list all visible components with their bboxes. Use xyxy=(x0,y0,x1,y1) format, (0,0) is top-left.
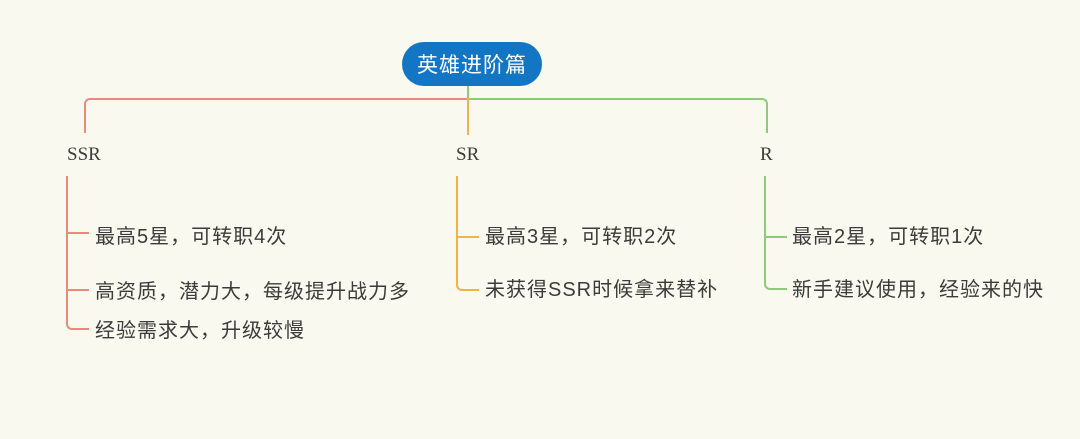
r-item-1[interactable]: 最高2星，可转职1次 xyxy=(792,226,985,248)
branch-tick-sr-1 xyxy=(456,236,479,238)
ssr-item-3[interactable]: 经验需求大，升级较慢 xyxy=(95,320,305,342)
root-node-label: 英雄进阶篇 xyxy=(417,54,527,77)
connector-root-to-sr xyxy=(467,98,469,135)
r-item-2[interactable]: 新手建议使用，经验来的快 xyxy=(792,279,1044,301)
ssr-item-1[interactable]: 最高5星，可转职4次 xyxy=(95,226,288,248)
sr-item-1[interactable]: 最高3星，可转职2次 xyxy=(485,226,678,248)
connector-root-to-ssr xyxy=(84,98,468,133)
branch-label-ssr[interactable]: SSR xyxy=(67,144,101,165)
branch-line-ssr xyxy=(66,176,89,330)
root-node[interactable]: 英雄进阶篇 xyxy=(402,42,542,86)
branch-tick-ssr-1 xyxy=(66,232,89,234)
connector-root-to-r xyxy=(467,98,768,133)
branch-tick-r-1 xyxy=(764,236,787,238)
connector-root-stub xyxy=(467,86,469,99)
branch-label-sr[interactable]: SR xyxy=(456,144,480,165)
branch-line-sr xyxy=(456,176,479,291)
branch-label-r[interactable]: R xyxy=(760,144,773,165)
sr-item-2[interactable]: 未获得SSR时候拿来替补 xyxy=(485,279,719,301)
branch-line-r xyxy=(764,176,787,290)
ssr-item-2[interactable]: 高资质，潜力大，每级提升战力多 xyxy=(95,281,410,303)
branch-tick-ssr-2 xyxy=(66,289,89,291)
